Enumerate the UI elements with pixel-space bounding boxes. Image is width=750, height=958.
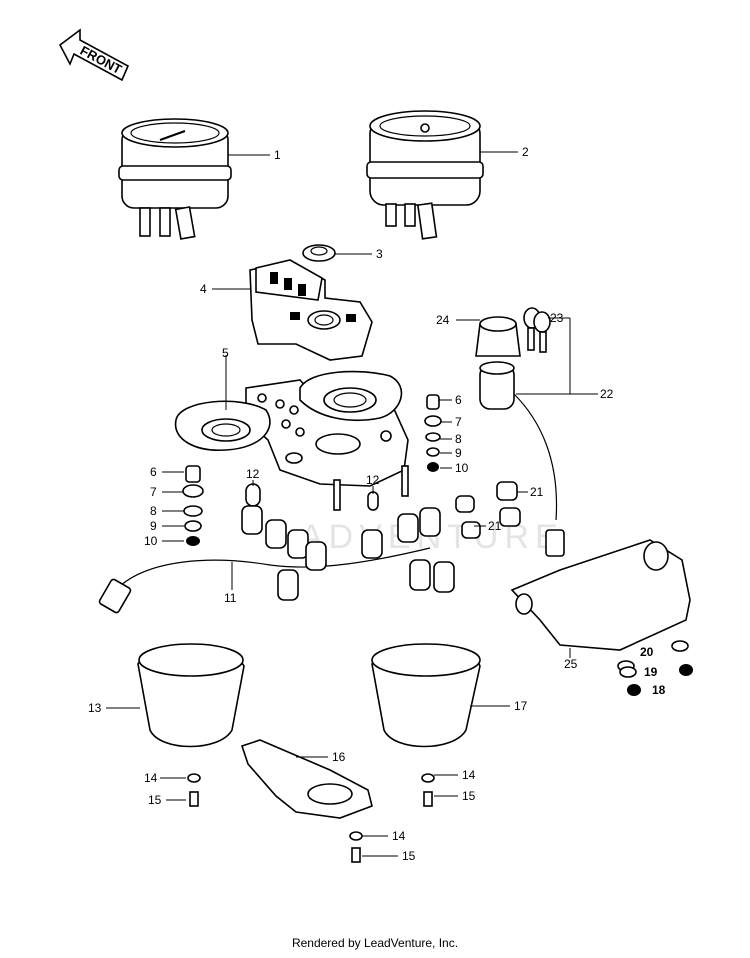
callout-15-right: 15 xyxy=(462,789,476,803)
callout-17: 17 xyxy=(514,699,528,713)
callout-3: 3 xyxy=(376,247,383,261)
callout-10-right: 10 xyxy=(455,461,469,475)
callout-24: 24 xyxy=(436,313,450,327)
callout-9-left: 9 xyxy=(150,519,157,533)
footer-credit: Rendered by LeadVenture, Inc. xyxy=(291,936,459,950)
part-1-tachometer xyxy=(118,118,232,240)
parts-14-15-screws xyxy=(187,773,435,863)
callout-2: 2 xyxy=(522,145,529,159)
callout-21-bottom: 21 xyxy=(488,519,502,533)
callout-7-left: 7 xyxy=(150,485,157,499)
callout-13: 13 xyxy=(88,701,102,715)
callout-25: 25 xyxy=(564,657,578,671)
callout-19: 19 xyxy=(644,665,658,679)
callout-8-right: 8 xyxy=(455,432,462,446)
part-16-cover-bracket xyxy=(240,739,373,819)
callout-1: 1 xyxy=(274,148,281,162)
callout-12-right: 12 xyxy=(366,473,380,487)
callout-16: 16 xyxy=(332,750,346,764)
callout-18: 18 xyxy=(652,683,666,697)
callout-10-left: 10 xyxy=(144,534,158,548)
parts-6-10-left-fasteners xyxy=(182,465,204,546)
part-2-speedometer xyxy=(366,110,484,240)
callout-7-right: 7 xyxy=(455,415,462,429)
part-11-wiring-harness xyxy=(98,505,455,614)
callout-23: 23 xyxy=(550,311,564,325)
callout-6-right: 6 xyxy=(455,393,462,407)
part-3-grommet xyxy=(302,244,336,262)
part-5-meter-bracket xyxy=(174,370,409,511)
callout-14-bottom: 14 xyxy=(392,829,406,843)
part-23-keys-icon xyxy=(523,307,551,353)
callout-20: 20 xyxy=(640,645,654,659)
parts-6-10-right-fasteners xyxy=(424,394,442,472)
part-25-bracket xyxy=(510,539,691,651)
part-22-ignition-switch xyxy=(479,361,565,557)
callout-12-left: 12 xyxy=(246,467,260,481)
part-13-left-meter-cover xyxy=(137,643,245,748)
callout-11: 11 xyxy=(224,591,237,605)
part-12-bulbs xyxy=(245,483,379,511)
callout-21-top: 21 xyxy=(530,485,544,499)
callout-14-left: 14 xyxy=(144,771,158,785)
part-4-indicator-panel xyxy=(249,259,373,361)
parts-18-20-hardware xyxy=(617,640,693,696)
front-arrow-icon: FRONT xyxy=(58,28,130,82)
part-17-right-meter-cover xyxy=(371,643,481,748)
callout-22: 22 xyxy=(600,387,614,401)
part-24-switch-cover xyxy=(475,316,521,357)
callout-8-left: 8 xyxy=(150,504,157,518)
callout-5: 5 xyxy=(222,346,229,360)
callout-4: 4 xyxy=(200,282,207,296)
callout-14-right: 14 xyxy=(462,768,476,782)
callout-15-left: 15 xyxy=(148,793,162,807)
leader-lines xyxy=(106,151,598,857)
callout-15-bottom: 15 xyxy=(402,849,416,863)
callout-6-left: 6 xyxy=(150,465,157,479)
callout-9-right: 9 xyxy=(455,446,462,460)
callout-labels: 1 2 3 4 5 6 7 8 9 10 6 7 8 9 10 12 12 11… xyxy=(88,145,666,863)
